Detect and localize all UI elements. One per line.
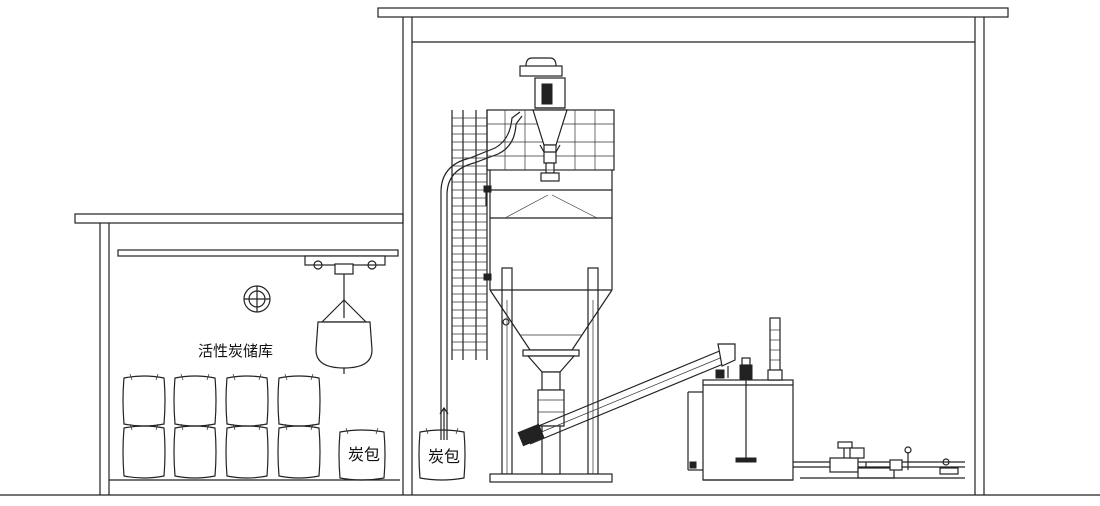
dosing-pump	[829, 457, 859, 473]
main-building	[377, 7, 1009, 495]
mixer-motor	[739, 364, 753, 381]
hanging-bag	[315, 321, 373, 369]
carbon-bag-1-label: 炭包	[348, 445, 380, 464]
access-ladder	[451, 110, 488, 360]
carbon-bag-1: 炭包	[338, 427, 386, 481]
vacuum-conveying-pipe	[439, 111, 523, 440]
crane-rail	[117, 249, 399, 257]
slurry-tank	[687, 317, 794, 481]
tank-body	[702, 379, 794, 481]
storage-roof	[74, 213, 404, 224]
ventilation-fan-icon	[243, 285, 271, 313]
bag-stack	[122, 373, 321, 479]
carbon-bag-2-label: 炭包	[428, 447, 460, 466]
carbon-bag-2: 炭包	[418, 427, 466, 481]
main-roof	[377, 7, 1009, 18]
screw-conveyor	[517, 343, 736, 447]
storage-room-label: 活性炭储库	[198, 342, 273, 360]
activated-carbon-silo	[483, 57, 615, 483]
silo-base	[489, 473, 613, 483]
dosing-pipeline	[793, 441, 965, 479]
conveyor-motor	[517, 423, 545, 447]
storage-building: 活性炭储库	[74, 213, 404, 495]
screw-feeder-inlet	[537, 389, 565, 427]
